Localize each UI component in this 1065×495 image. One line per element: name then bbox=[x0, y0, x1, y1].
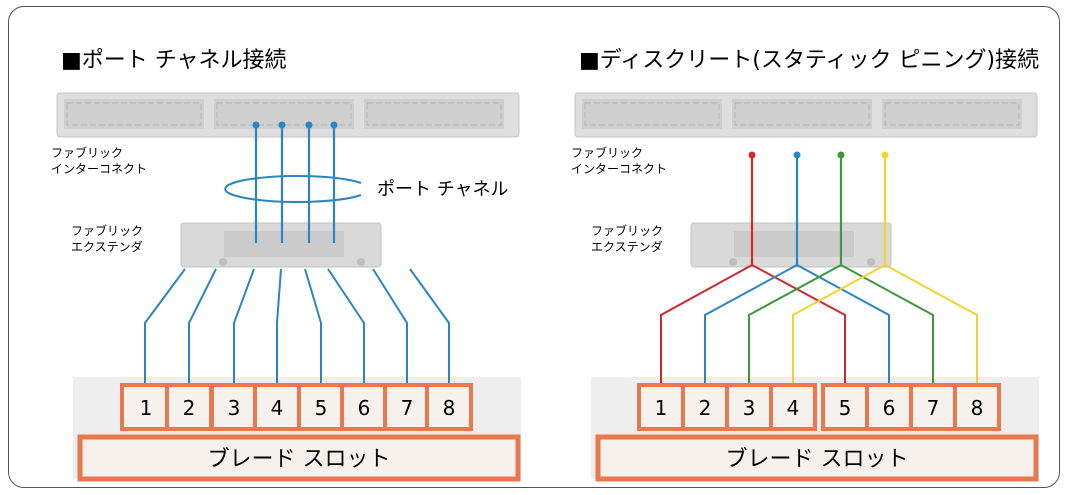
diagram-frame: ■ポート チャネル接続 ファブリック インターコネクト ファブリック エクステン… bbox=[8, 6, 1060, 488]
right-fex-label-line1: ファブリック bbox=[591, 223, 663, 238]
left-slot-4 bbox=[253, 383, 301, 431]
diagram-canvas: ■ポート チャネル接続 ファブリック インターコネクト ファブリック エクステン… bbox=[51, 48, 1039, 482]
right-slot-number: 7 bbox=[927, 396, 940, 420]
right-panel-title: ■ディスクリート(スタティック ピニング)接続 bbox=[579, 48, 1039, 73]
left-slot-number: 1 bbox=[140, 396, 153, 420]
left-slot-number: 5 bbox=[315, 396, 328, 420]
right-fi-label-line2: インターコネクト bbox=[571, 162, 667, 176]
right-uplinks bbox=[750, 155, 887, 265]
left-slot-numbers: 1 2 3 4 5 6 7 8 bbox=[140, 396, 456, 420]
port-channel-label: ポート チャネル bbox=[377, 179, 509, 200]
right-fabric-extender bbox=[690, 222, 892, 268]
right-slot-1 bbox=[637, 383, 685, 431]
right-fi-label-line1: ファブリック bbox=[571, 145, 643, 160]
right-blade-slot-label: ブレード スロット bbox=[726, 447, 909, 472]
right-uplink-ports bbox=[748, 151, 889, 159]
left-slot-number: 2 bbox=[183, 396, 196, 420]
left-slot-7 bbox=[383, 383, 431, 431]
right-panel: ■ディスクリート(スタティック ピニング)接続 ファブリック インターコネクト … bbox=[571, 48, 1039, 482]
left-fabric-interconnect bbox=[56, 92, 520, 138]
left-slot-5 bbox=[297, 383, 345, 431]
right-slot-number: 1 bbox=[655, 396, 668, 420]
left-blade-slot-bar bbox=[77, 434, 521, 482]
right-fabric-interconnect bbox=[574, 92, 1038, 138]
right-slot-number: 6 bbox=[883, 396, 896, 420]
left-fex-label-line2: エクステンダ bbox=[71, 239, 143, 254]
left-panel-title: ■ポート チャネル接続 bbox=[61, 48, 287, 73]
right-slot-number: 3 bbox=[743, 396, 756, 420]
left-slot-number: 7 bbox=[401, 396, 414, 420]
right-slot-number: 5 bbox=[839, 396, 852, 420]
left-fi-label-line2: インターコネクト bbox=[51, 162, 147, 176]
left-downlinks bbox=[144, 268, 450, 385]
left-fex-label-line1: ファブリック bbox=[71, 223, 143, 238]
left-uplinks bbox=[254, 125, 336, 243]
port-channel-ellipse bbox=[224, 175, 362, 203]
left-slot-8 bbox=[425, 383, 473, 431]
right-blade-slot-bar bbox=[595, 434, 1039, 482]
right-slot-8 bbox=[953, 383, 1001, 431]
left-uplink-ports bbox=[252, 121, 338, 129]
left-slot-3 bbox=[210, 383, 258, 431]
left-blade-slot-label: ブレード スロット bbox=[208, 447, 391, 472]
right-slot-3 bbox=[725, 383, 773, 431]
left-fi-label-line1: ファブリック bbox=[51, 145, 123, 160]
right-slot-boxes bbox=[637, 383, 1001, 431]
left-slot-number: 3 bbox=[228, 396, 241, 420]
right-downlinks bbox=[660, 263, 978, 385]
right-slot-2 bbox=[681, 383, 729, 431]
left-slot-number: 8 bbox=[443, 396, 456, 420]
right-slot-number: 4 bbox=[787, 396, 800, 420]
right-fex-label-line2: エクステンダ bbox=[591, 239, 663, 254]
right-slot-number: 2 bbox=[699, 396, 712, 420]
left-slot-number: 6 bbox=[358, 396, 371, 420]
left-slot-number: 4 bbox=[271, 396, 284, 420]
left-slot-1 bbox=[120, 383, 172, 431]
right-slot-4 bbox=[769, 383, 817, 431]
left-slot-boxes bbox=[120, 383, 473, 431]
right-slot-number: 8 bbox=[971, 396, 984, 420]
right-slot-numbers: 1 2 3 4 5 6 7 8 bbox=[655, 396, 984, 420]
left-panel: ■ポート チャネル接続 ファブリック インターコネクト ファブリック エクステン… bbox=[51, 48, 521, 482]
